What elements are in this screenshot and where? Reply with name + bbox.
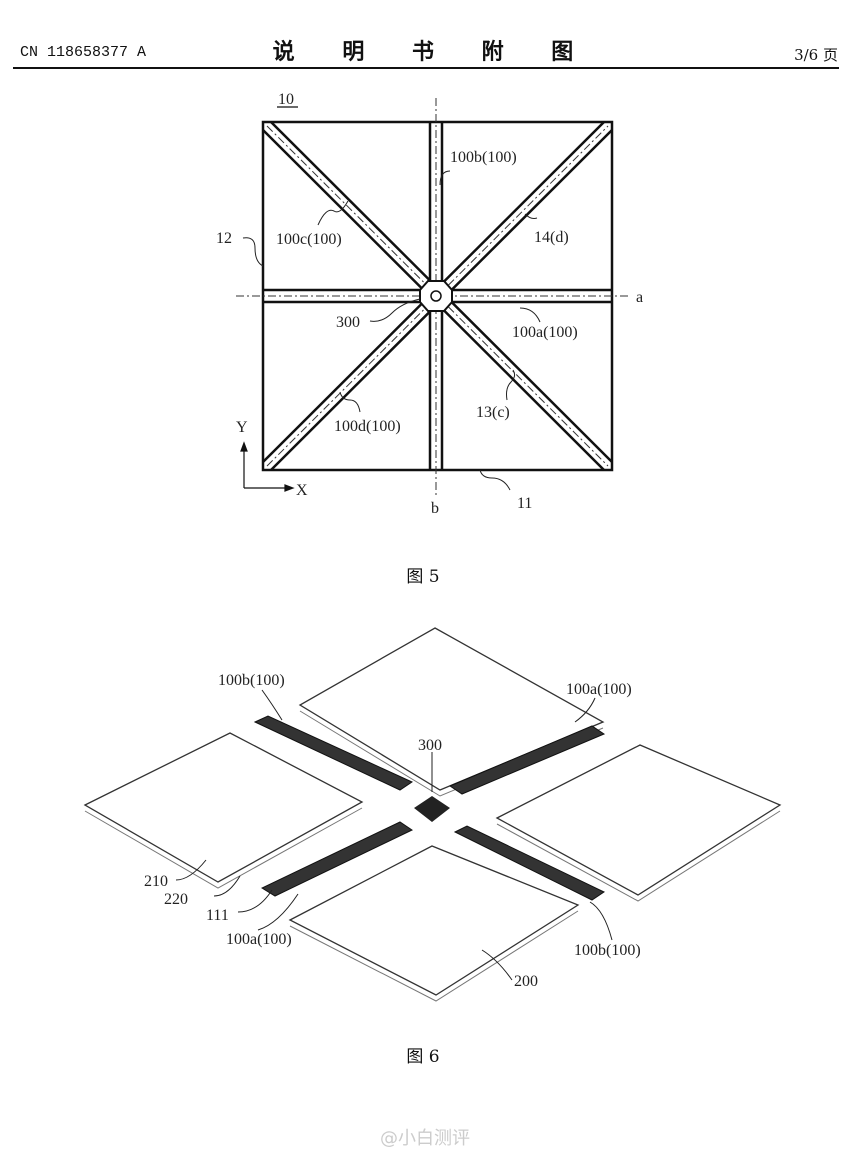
- label-11: 11: [517, 495, 532, 512]
- axis-x-label: X: [296, 482, 308, 499]
- label-100a: 100a(100): [512, 324, 578, 341]
- label-200: 200: [514, 973, 538, 990]
- rail-100a-top: [448, 725, 606, 795]
- figure-5-drawing: 10 12 100b(100) 100c(100) 14(d) 300 100a…: [216, 91, 643, 517]
- axis-a-label: a: [636, 289, 643, 306]
- label-220: 220: [164, 891, 188, 908]
- figure-6-caption: 图 6: [406, 1047, 440, 1067]
- figure-5-caption: 图 5: [406, 567, 440, 587]
- label-100d: 100d(100): [334, 418, 401, 435]
- panel-left: [83, 732, 364, 883]
- publication-number: CN 118658377 A: [20, 44, 147, 61]
- label-100b: 100b(100): [450, 149, 517, 166]
- label-100b-top: 100b(100): [218, 672, 285, 689]
- label-100a-bottom: 100a(100): [226, 931, 292, 948]
- label-10: 10: [278, 91, 294, 108]
- label-13c: 13(c): [476, 404, 510, 421]
- axis-y-label: Y: [236, 419, 248, 436]
- panel-right: [495, 744, 782, 896]
- watermark: @小白测评: [380, 1128, 470, 1149]
- connector-300: [419, 280, 453, 312]
- panel-bottom: [288, 845, 580, 996]
- label-111: 111: [206, 907, 229, 924]
- rail-100b-top: [253, 715, 414, 791]
- page-number: 3/6 页: [794, 46, 838, 64]
- rail-100b-bottom: [453, 825, 606, 901]
- label-14d: 14(d): [534, 229, 569, 246]
- header-rule: [13, 67, 839, 69]
- page-title: 说 明 书 附 图: [272, 40, 594, 65]
- connector-300: [414, 796, 450, 822]
- label-210: 210: [144, 873, 168, 890]
- label-300: 300: [418, 737, 442, 754]
- axis-b-label: b: [431, 500, 439, 517]
- panel-top: [298, 627, 605, 791]
- label-100a-top: 100a(100): [566, 681, 632, 698]
- rail-100a-bottom: [260, 821, 414, 897]
- label-100b-bottom: 100b(100): [574, 942, 641, 959]
- label-300: 300: [336, 314, 360, 331]
- label-100c: 100c(100): [276, 231, 342, 248]
- label-12: 12: [216, 230, 232, 247]
